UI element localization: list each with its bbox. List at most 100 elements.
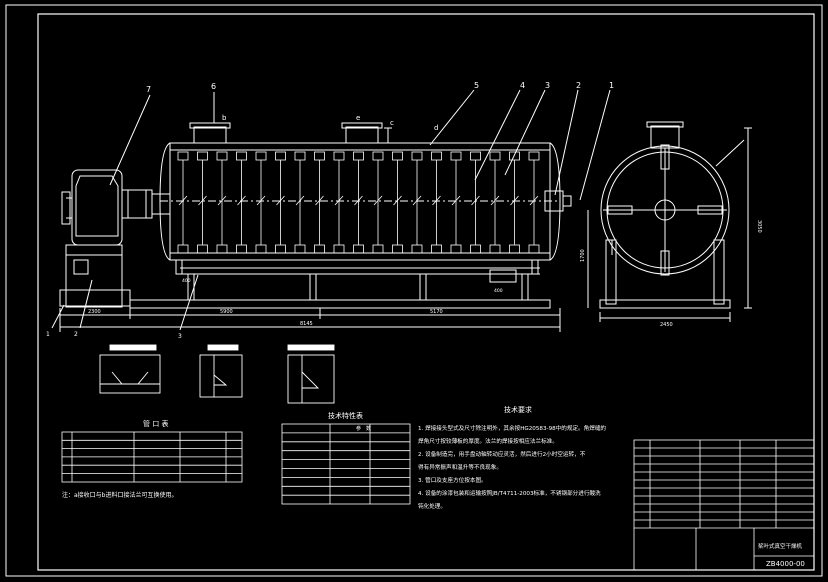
paddle-top <box>392 151 403 161</box>
pipe-callout-left1: 1 <box>46 331 50 338</box>
callout-4: 4 <box>520 81 525 90</box>
tech-req-heading: 技术要求 <box>504 405 532 414</box>
paddle-bottom <box>216 244 228 254</box>
part-callouts: 7 6 5 4 3 2 1 b e c d 1 2 3 <box>46 81 614 340</box>
paddle-top <box>236 151 247 161</box>
callout-6: 6 <box>211 82 216 91</box>
end-view-outer-shell <box>600 145 730 275</box>
tech-req-line-1: 1. 焊接接头型式及尺寸除注明外，其余按HG20583-98中的规定。角焊缝的 <box>418 424 606 432</box>
callout-2: 2 <box>576 81 581 90</box>
dim-overall: 8145 <box>300 321 313 327</box>
paddle-blade <box>198 195 207 206</box>
paddle-blade <box>217 195 227 206</box>
title-block <box>633 439 815 571</box>
paddle-bottom <box>411 244 423 254</box>
paddle-bottom <box>392 244 403 254</box>
paddle-top <box>450 151 462 161</box>
paddle-bottom <box>470 244 481 254</box>
dim-seg-b: 5900 <box>220 309 233 315</box>
paddle-blade <box>373 195 383 206</box>
paddle-top <box>411 151 423 161</box>
callout-5: 5 <box>474 81 479 90</box>
tech-spec-col1: 参 <box>356 425 361 432</box>
paddle-blade <box>432 195 441 206</box>
tech-spec-col2: 数 <box>366 425 371 432</box>
nozzle-label-b: b <box>222 114 227 122</box>
tech-req-line-7: 钝化处理。 <box>418 502 446 510</box>
tech-req-line-3: 2. 设备制造完，用手盘动轴转动应灵活，然后进行2小时空运转，不 <box>418 450 586 458</box>
tech-req-lines: 1. 焊接接头型式及尺寸除注明外，其余按HG20583-98中的规定。角焊缝的 … <box>418 424 606 510</box>
side-end-view <box>587 121 752 322</box>
dim-side-height: 3050 <box>756 220 762 233</box>
paddle-top <box>431 151 442 161</box>
callout-1: 1 <box>609 81 614 90</box>
pipe-callout-left2: 2 <box>74 331 78 338</box>
paddle-top <box>275 151 286 161</box>
drive-motor <box>71 169 123 246</box>
nozzle-table-heading: 管 口 表 <box>143 419 168 428</box>
paddle-top <box>314 151 325 161</box>
coupling <box>121 189 153 219</box>
main-elevation-view <box>51 89 611 332</box>
dim-side-inner: 1700 <box>580 249 586 262</box>
nozzle-label-e: e <box>356 114 360 122</box>
paddle-top <box>353 151 364 161</box>
outer-frame <box>5 4 823 577</box>
pipe-callout-bottom: 3 <box>178 333 182 340</box>
dimension-texts: 2300 5900 5170 8145 400 400 <box>88 278 503 327</box>
tech-spec-heading: 技术特性表 <box>328 411 363 420</box>
nozzle-b <box>193 126 227 144</box>
paddle-blade <box>412 195 422 206</box>
paddle-blade <box>237 195 246 206</box>
paddle-blade <box>354 195 363 206</box>
dim-seg-c: 5170 <box>430 309 443 315</box>
paddle-top <box>177 151 189 161</box>
paddle-bottom <box>197 244 208 254</box>
tech-spec-frame <box>281 423 411 505</box>
paddle-bottom <box>275 244 286 254</box>
paddle-blade <box>256 195 266 206</box>
nozzle-e <box>345 126 379 144</box>
paddle-blade <box>178 195 188 206</box>
tech-req-line-4: 得有异常振声和温升等不良现象。 <box>418 463 502 471</box>
paddle-blade <box>276 195 285 206</box>
paddle-blade <box>490 195 500 206</box>
paddle-bottom <box>431 244 442 254</box>
dim-seg-a: 2300 <box>88 309 101 315</box>
paddle-bottom <box>489 244 501 254</box>
paddle-top <box>216 151 228 161</box>
paddle-top <box>528 151 540 161</box>
tech-spec-table <box>281 423 411 505</box>
nozzle-label-c: c <box>390 119 394 127</box>
dim-leg-b: 400 <box>494 288 503 294</box>
tech-req-line-2: 焊角尺寸按较薄板的厚度。法兰的焊接按相应法兰标准。 <box>418 437 558 445</box>
paddle-bottom <box>255 244 267 254</box>
paddle-top <box>255 151 267 161</box>
nozzle-table-note: 注：a接收口与b进料口接法兰可互换使用。 <box>62 491 178 499</box>
paddle-top <box>294 151 306 161</box>
paddle-blade <box>529 195 539 206</box>
title-block-title: 桨叶式真空干燥机 <box>758 542 803 550</box>
paddle-bottom <box>177 244 189 254</box>
paddle-top <box>197 151 208 161</box>
paddle-bottom <box>372 244 384 254</box>
paddle-blade <box>334 195 344 206</box>
paddle-blade <box>471 195 480 206</box>
paddle-blade <box>451 195 461 206</box>
paddle-blade <box>510 195 519 206</box>
paddle-top <box>372 151 384 161</box>
paddle-top <box>509 151 520 161</box>
title-block-drawing-no: ZB4000-00 <box>766 560 805 568</box>
paddle-blade <box>393 195 402 206</box>
paddle-bottom <box>236 244 247 254</box>
nozzle-label-d: d <box>434 124 438 132</box>
paddle-bottom <box>450 244 462 254</box>
paddle-top <box>333 151 345 161</box>
paddle-array <box>177 151 540 254</box>
paddle-bottom <box>333 244 345 254</box>
paddle-bottom <box>528 244 540 254</box>
callout-3: 3 <box>545 81 550 90</box>
weld-details <box>99 344 335 404</box>
paddle-bottom <box>353 244 364 254</box>
